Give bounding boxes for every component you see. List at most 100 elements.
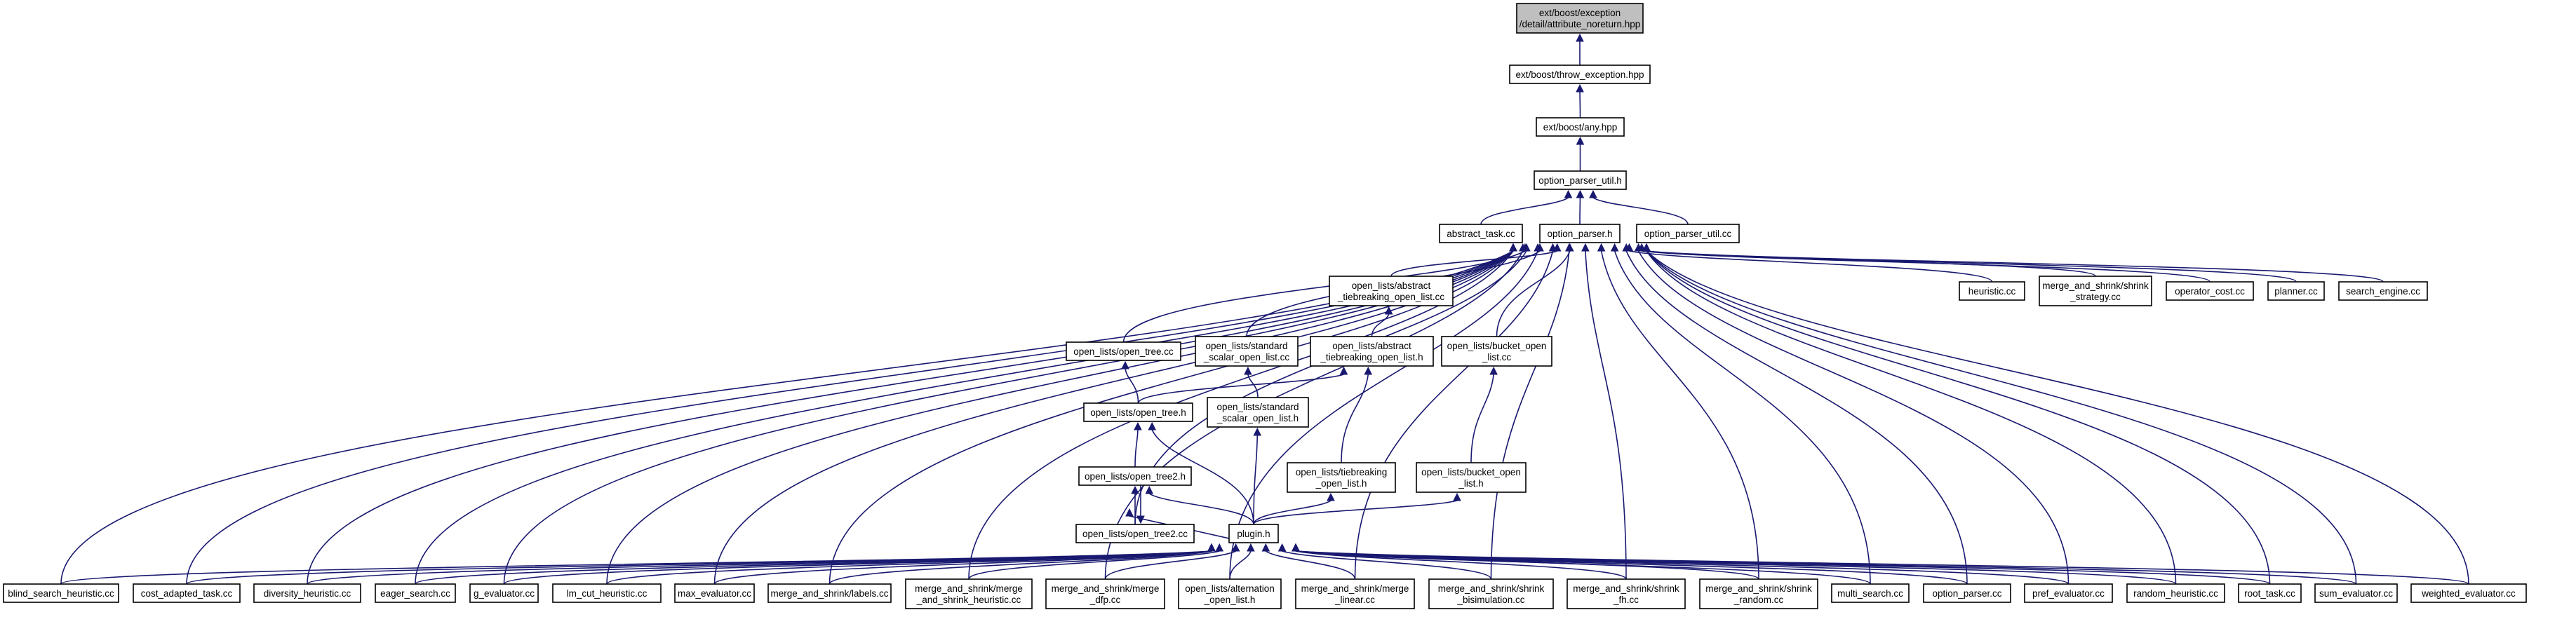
node-label: multi_search.cc <box>1837 588 1903 599</box>
node-label: merge_and_shrink/merge <box>1052 583 1160 594</box>
arrowhead <box>1634 243 1643 252</box>
edge-ms_fh-to-op_h <box>1581 243 1627 580</box>
arrowhead <box>1231 543 1240 552</box>
edge-bucket_h-to-bucket_cc <box>1470 366 1498 463</box>
edge-op_h-to-opu_h <box>1576 189 1585 225</box>
node-tree2-cc[interactable]: open_lists/open_tree2.cc <box>1075 524 1195 543</box>
edge-ms_dfp-to-plugin <box>1104 543 1240 580</box>
node-label: merge_and_shrink/shrink <box>1438 583 1545 594</box>
node-label: diversity_heuristic.cc <box>264 588 351 599</box>
node-diversity[interactable]: diversity_heuristic.cc <box>253 583 361 603</box>
edge-alt-to-op_h <box>1229 243 1542 580</box>
edge-line <box>1480 197 1569 225</box>
arrowhead <box>1247 543 1255 552</box>
arrowhead <box>1327 492 1335 501</box>
node-opu-cc[interactable]: option_parser_util.cc <box>1636 224 1740 243</box>
node-label: max_evaluator.cc <box>678 588 751 599</box>
node-label: open_lists/tiebreaking <box>1296 467 1388 477</box>
arrowhead <box>1277 543 1287 552</box>
node-ms-dfp[interactable]: merge_and_shrink/merge_dfp.cc <box>1045 578 1165 609</box>
node-tb-h[interactable]: open_lists/tiebreaking_open_list.h <box>1287 462 1396 493</box>
node-tree-h[interactable]: open_lists/open_tree.h <box>1083 402 1193 422</box>
node-blind[interactable]: blind_search_heuristic.cc <box>3 583 119 603</box>
node-op-cc[interactable]: option_parser.cc <box>1923 583 2011 603</box>
node-ms-bisim[interactable]: merge_and_shrink/shrink_bisimulation.cc <box>1428 578 1554 609</box>
node-box <box>1416 462 1527 493</box>
node-label: open_lists/standard <box>1205 341 1287 351</box>
edge-line <box>713 550 1212 585</box>
node-g-eval[interactable]: g_evaluator.cc <box>469 583 539 603</box>
node-ms-strategy[interactable]: merge_and_shrink/shrink_strategy.cc <box>2039 276 2152 306</box>
node-multi[interactable]: multi_search.cc <box>1831 583 1910 603</box>
node-max-eval[interactable]: max_evaluator.cc <box>674 583 755 603</box>
node-abstract-task[interactable]: abstract_task.cc <box>1439 224 1523 243</box>
node-ms-linear[interactable]: merge_and_shrink/merge_linear.cc <box>1295 578 1415 609</box>
edge-multi-to-op_h <box>1610 243 1871 585</box>
node-throw[interactable]: ext/boost/throw_exception.hpp <box>1509 65 1651 84</box>
arrowhead <box>1509 243 1517 252</box>
node-label: cost_adapted_task.cc <box>141 588 233 599</box>
node-ms-random[interactable]: merge_and_shrink/shrink_random.cc <box>1699 578 1818 609</box>
node-pref[interactable]: pref_evaluator.cc <box>2024 583 2113 603</box>
node-abs-tb-cc[interactable]: open_lists/abstract_tiebreaking_open_lis… <box>1329 276 1454 306</box>
node-op-h[interactable]: option_parser.h <box>1539 224 1621 243</box>
edge-opu_h-to-any <box>1576 136 1585 172</box>
node-lm-cut[interactable]: lm_cut_heuristic.cc <box>552 583 662 603</box>
edge-line <box>1137 374 1344 404</box>
node-std-cc[interactable]: open_lists/standard_scalar_open_list.cc <box>1195 336 1299 367</box>
node-ms-fh[interactable]: merge_and_shrink/shrink_fh.cc <box>1567 578 1686 609</box>
node-label: _fh.cc <box>1613 595 1639 605</box>
node-bucket-cc[interactable]: open_lists/bucket_open_list.cc <box>1441 336 1552 367</box>
node-box <box>1045 578 1165 609</box>
node-alt[interactable]: open_lists/alternation_open_list.h <box>1178 578 1282 609</box>
node-box <box>1699 578 1818 609</box>
node-ms-labels[interactable]: merge_and_shrink/labels.cc <box>767 583 892 603</box>
node-any[interactable]: ext/boost/any.hpp <box>1536 117 1625 137</box>
node-std-h[interactable]: open_lists/standard_scalar_open_list.h <box>1207 397 1309 428</box>
node-weighted[interactable]: weighted_evaluator.cc <box>2410 583 2527 603</box>
edge-line <box>1629 250 1993 283</box>
node-tree-cc[interactable]: open_lists/open_tree.cc <box>1066 341 1181 361</box>
edge-line <box>1125 368 1139 404</box>
node-bucket-h[interactable]: open_lists/bucket_open_list.h <box>1416 462 1527 493</box>
node-box <box>1428 578 1554 609</box>
edge-ms_labels-to-plugin <box>829 543 1216 585</box>
node-opu-h[interactable]: option_parser_util.h <box>1534 170 1627 190</box>
node-random-h[interactable]: random_heuristic.cc <box>2126 583 2225 603</box>
node-root-task[interactable]: root_task.cc <box>2238 583 2302 603</box>
edge-line <box>1592 197 1689 225</box>
node-sum-eval[interactable]: sum_evaluator.cc <box>2314 583 2398 603</box>
edge-line <box>1614 250 1871 585</box>
edge-line <box>1496 250 1571 337</box>
node-label: open_lists/open_tree2.cc <box>1082 529 1188 539</box>
node-label: open_lists/bucket_open <box>1421 467 1521 477</box>
node-planner[interactable]: planner.cc <box>2267 281 2325 301</box>
node-label: _list.cc <box>1482 352 1512 362</box>
arrowhead <box>1565 243 1574 252</box>
arrowhead <box>1125 508 1134 517</box>
node-box <box>3 583 119 603</box>
node-operator-cost[interactable]: operator_cost.cc <box>2166 281 2254 301</box>
node-abs-tb-h[interactable]: open_lists/abstract_tiebreaking_open_lis… <box>1310 336 1434 367</box>
node-plugin[interactable]: plugin.h <box>1228 524 1279 543</box>
node-tree2-h[interactable]: open_lists/open_tree2.h <box>1078 466 1192 486</box>
edge-line <box>60 550 1212 585</box>
node-search-engine[interactable]: search_engine.cc <box>2338 281 2428 301</box>
node-label: open_lists/standard <box>1216 402 1299 412</box>
node-cost-adapted[interactable]: cost_adapted_task.cc <box>133 583 241 603</box>
node-eager[interactable]: eager_search.cc <box>375 583 456 603</box>
node-box <box>2238 583 2302 603</box>
edge-line <box>1600 250 1759 580</box>
node-box <box>1959 281 2025 301</box>
node-label: blind_search_heuristic.cc <box>8 588 114 599</box>
node-label: planner.cc <box>2274 286 2318 297</box>
node-box <box>1287 462 1396 493</box>
edge-ms_bisim-to-op_h <box>1490 243 1574 580</box>
node-attr[interactable]: ext/boost/exception/detail/attribute_nor… <box>1516 3 1644 34</box>
node-heuristic[interactable]: heuristic.cc <box>1959 281 2025 301</box>
edge-line <box>1104 550 1236 580</box>
edge-ms_bisim-to-plugin <box>1277 543 1492 580</box>
node-ms-merge-h[interactable]: merge_and_shrink/merge_and_shrink_heuris… <box>905 578 1033 609</box>
edge-opu_cc-to-opu_h <box>1589 189 1689 225</box>
node-box <box>674 583 755 603</box>
